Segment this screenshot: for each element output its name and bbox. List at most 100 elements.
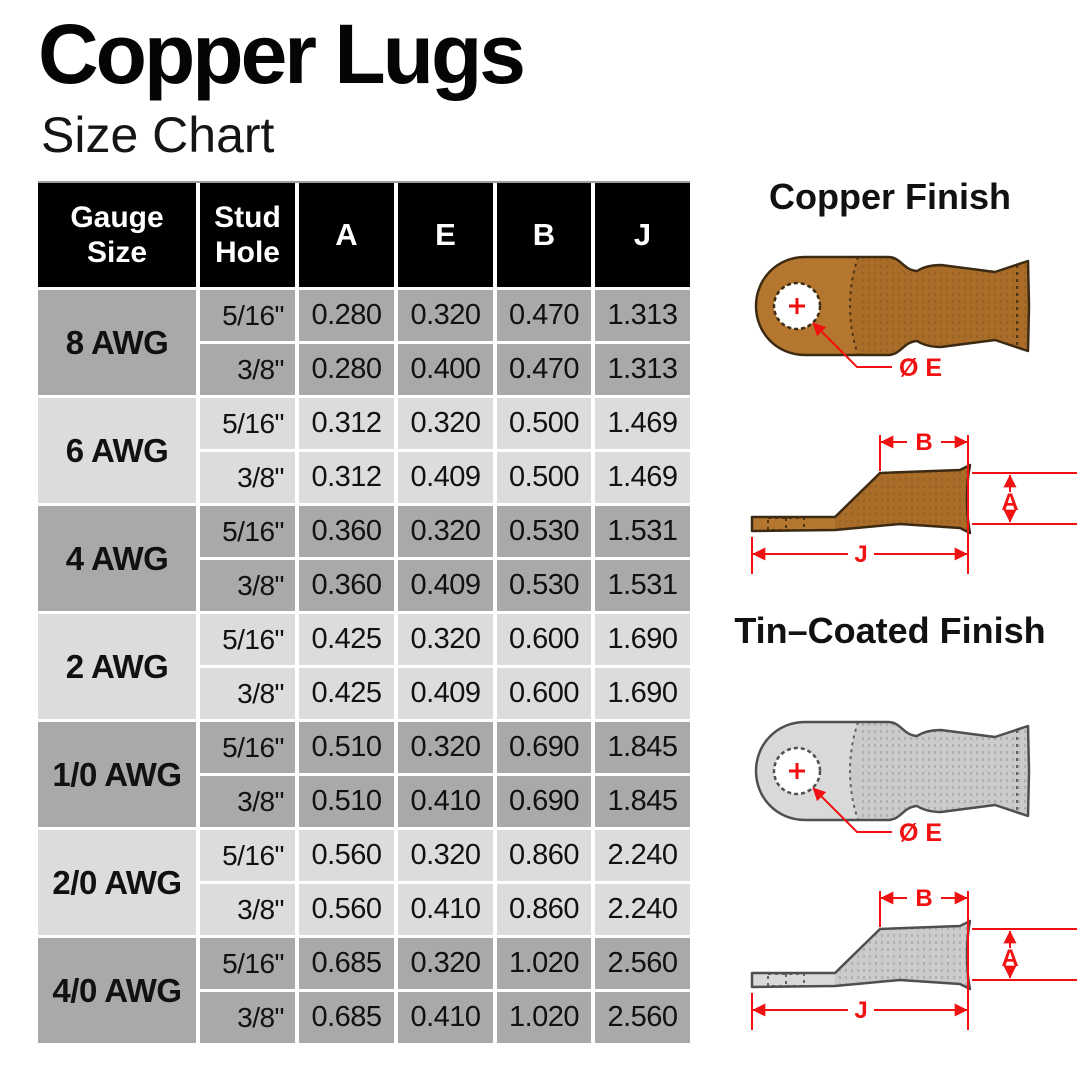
gauge-size-cell: 4/0 AWG [38,938,196,1043]
value-cell: 0.409 [398,560,493,611]
lug-barrel-region [835,921,970,989]
value-cell: 1.469 [595,398,690,449]
value-cell: 0.280 [299,344,394,395]
value-cell: 0.360 [299,560,394,611]
dimension-b-label: B [915,429,932,456]
stud-hole-cell: 3/8" [200,344,295,395]
value-cell: 0.685 [299,992,394,1043]
value-cell: 0.409 [398,668,493,719]
tin-lug-side-view-diagram: B A J [750,885,1077,1030]
gauge-size-cell: 8 AWG [38,290,196,395]
stud-hole-cell: 5/16" [200,398,295,449]
stud-hole-cell: 3/8" [200,776,295,827]
value-cell: 0.320 [398,398,493,449]
value-cell: 0.320 [398,506,493,557]
dimension-a-label: A [1001,489,1018,516]
value-cell: 2.240 [595,884,690,935]
stud-hole-cell: 3/8" [200,992,295,1043]
dimension-b-label: B [915,885,932,912]
value-cell: 1.531 [595,560,690,611]
column-header-a: A [299,183,394,287]
copper-finish-heading: Copper Finish [769,176,1011,217]
value-cell: 1.020 [497,938,591,989]
value-cell: 0.320 [398,290,493,341]
stud-hole-cell: 3/8" [200,452,295,503]
value-cell: 0.600 [497,614,591,665]
value-cell: 2.560 [595,992,690,1043]
value-cell: 0.320 [398,830,493,881]
dimension-j-label: J [854,997,867,1024]
stud-hole-cell: 5/16" [200,938,295,989]
value-cell: 1.313 [595,290,690,341]
value-cell: 1.531 [595,506,690,557]
copper-lug-side-view-diagram: B A J [750,429,1077,574]
stud-hole-cell: 5/16" [200,830,295,881]
stud-hole-cell: 5/16" [200,614,295,665]
value-cell: 0.312 [299,452,394,503]
value-cell: 0.400 [398,344,493,395]
value-cell: 0.500 [497,452,591,503]
value-cell: 0.410 [398,884,493,935]
hole-diameter-leader-line [812,787,892,833]
dimension-j-label: J [854,541,867,568]
value-cell: 0.600 [497,668,591,719]
stud-hole-cell: 5/16" [200,290,295,341]
value-cell: 1.469 [595,452,690,503]
value-cell: 0.685 [299,938,394,989]
value-cell: 0.320 [398,938,493,989]
tin-coated-finish-heading: Tin–Coated Finish [734,610,1046,651]
value-cell: 1.690 [595,668,690,719]
value-cell: 1.690 [595,614,690,665]
value-cell: 0.560 [299,884,394,935]
value-cell: 2.560 [595,938,690,989]
barrel-hatching [862,723,1026,819]
value-cell: 0.510 [299,776,394,827]
hole-diameter-leader-line [812,322,892,368]
stud-hole-cell: 5/16" [200,506,295,557]
dimension-a-label: A [1001,945,1018,972]
value-cell: 0.530 [497,506,591,557]
value-cell: 0.690 [497,722,591,773]
gauge-size-cell: 1/0 AWG [38,722,196,827]
column-header-gauge-size: Gauge Size [38,183,196,287]
value-cell: 0.860 [497,830,591,881]
value-cell: 1.845 [595,776,690,827]
dimension-lines: B A J [751,885,1077,1030]
value-cell: 0.470 [497,290,591,341]
barrel-hatching [862,258,1026,354]
column-header-stud-hole: Stud Hole [200,183,295,287]
column-header-e: E [398,183,493,287]
value-cell: 0.409 [398,452,493,503]
stud-hole-cell: 3/8" [200,560,295,611]
value-cell: 1.845 [595,722,690,773]
value-cell: 0.312 [299,398,394,449]
hole-diameter-label: Ø E [899,354,942,382]
value-cell: 0.530 [497,560,591,611]
value-cell: 0.500 [497,398,591,449]
tin-lug-top-view-diagram: Ø E [754,720,1031,847]
gauge-size-cell: 4 AWG [38,506,196,611]
lug-barrel-region [850,722,1029,820]
lug-barrel-region [835,465,970,533]
copper-lug-top-view-diagram: Ø E [754,255,1031,382]
hole-diameter-label: Ø E [899,819,942,847]
value-cell: 1.020 [497,992,591,1043]
value-cell: 0.560 [299,830,394,881]
value-cell: 0.510 [299,722,394,773]
value-cell: 0.860 [497,884,591,935]
gauge-size-cell: 2 AWG [38,614,196,719]
column-header-b: B [497,183,591,287]
value-cell: 0.410 [398,776,493,827]
value-cell: 0.690 [497,776,591,827]
stud-hole-cell: 3/8" [200,884,295,935]
value-cell: 0.410 [398,992,493,1043]
